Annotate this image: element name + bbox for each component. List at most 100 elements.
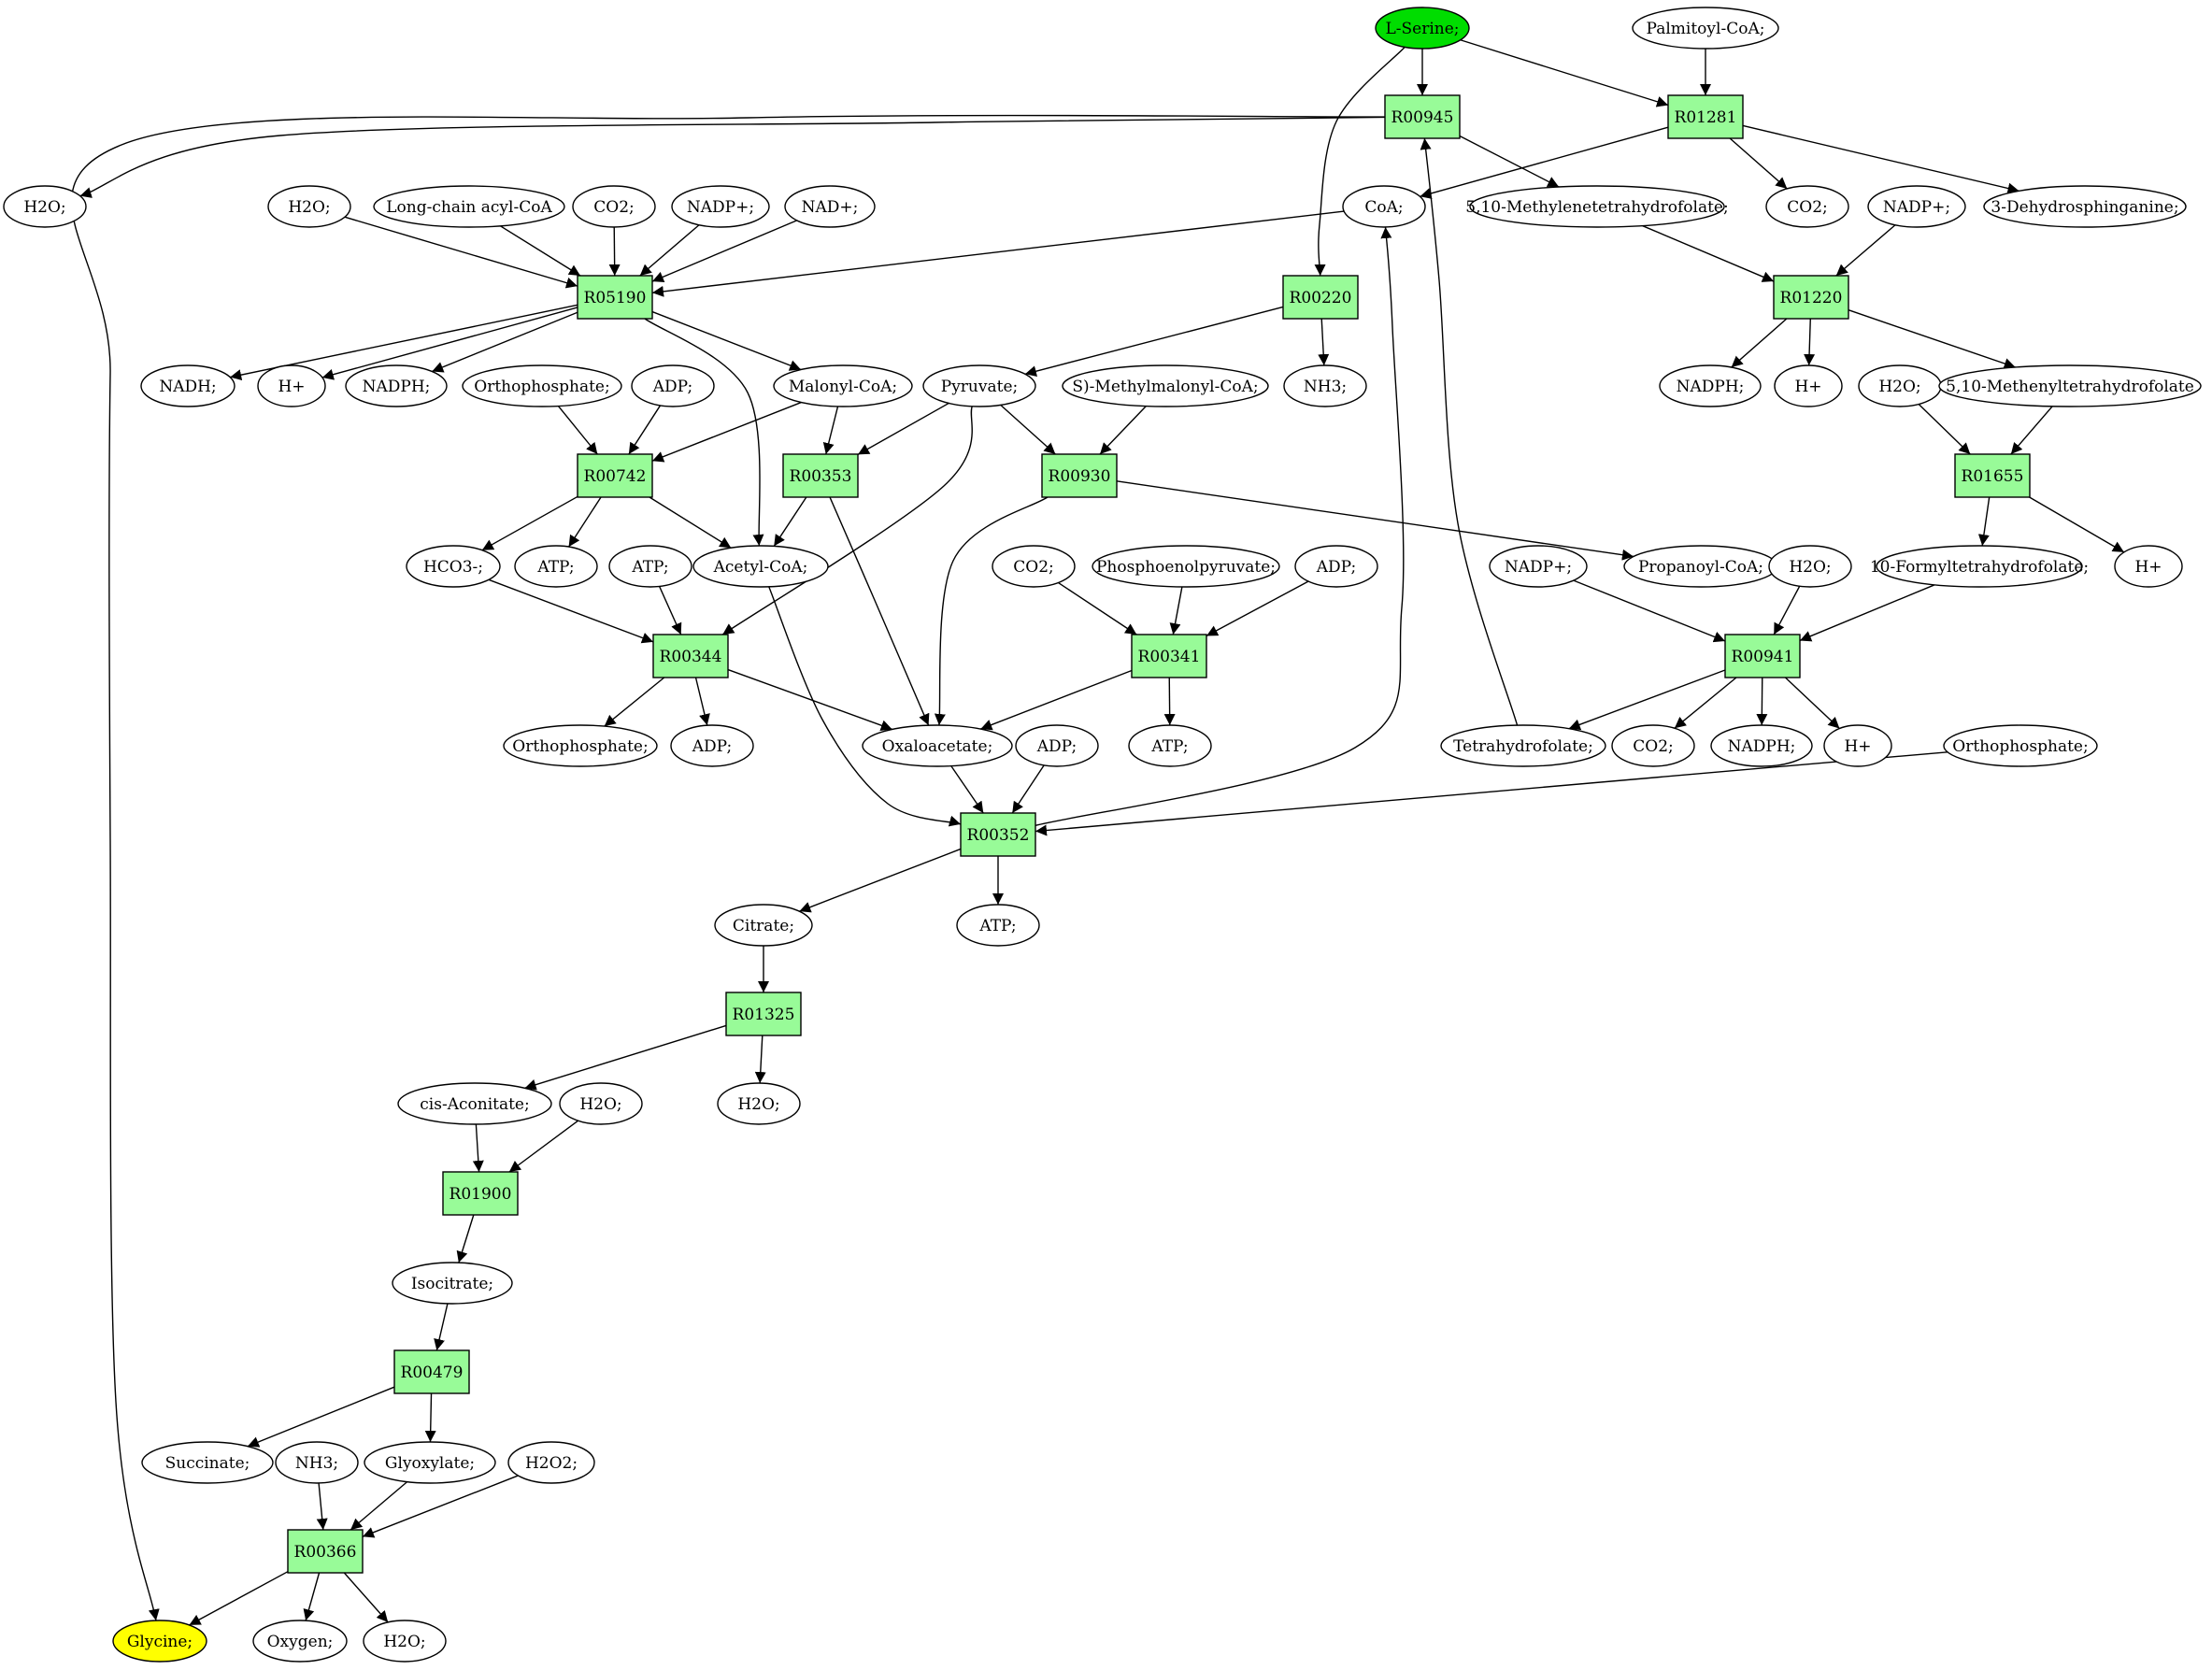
glycine-label: Glycine; [127, 1633, 193, 1651]
edge-r00930-to-oxaloacetate [934, 496, 1049, 726]
edge-r00220-to-nh3_a [1318, 318, 1330, 366]
reaction-node-r00479: R00479 [393, 1349, 470, 1394]
edge-r00352-to-citrate [799, 848, 962, 913]
edge-r05190-to-hplus_a [321, 307, 578, 380]
compound-node-adp_a: ADP; [631, 364, 715, 407]
r00353-label: R00353 [790, 467, 852, 486]
edge-r00366-to-glycine [189, 1571, 289, 1626]
compound-node-nadph_c: NADPH; [1710, 724, 1813, 767]
isocitrate-label: Isocitrate; [411, 1275, 493, 1293]
nh3_a-shape [1283, 364, 1367, 407]
compound-node-lcacylcoa: Long-chain acyl-CoA [373, 185, 565, 228]
edge-r00344-to-oxaloacetate [727, 668, 892, 731]
edge-r00344-to-adp_c [694, 677, 710, 726]
citrate-shape [714, 904, 813, 947]
reaction-node-r01281: R01281 [1667, 94, 1744, 139]
lcacylcoa-shape [373, 185, 565, 228]
edge-r00941-to-co2_d [1674, 677, 1737, 729]
compound-node-orthop_a: Orthophosphate; [462, 364, 622, 407]
dehydro-label: 3-Dehydrosphinganine; [1991, 198, 2178, 217]
edge-r05190-to-malonylcoa [651, 310, 802, 371]
adp_d-shape [1015, 724, 1099, 767]
propanoyl-label: Propanoyl-CoA; [1638, 558, 1763, 577]
edge-glyoxylate-to-r00366 [350, 1481, 408, 1531]
compound-node-co2_c: CO2; [992, 545, 1076, 588]
edge-r01655-to-formyl [1977, 496, 1991, 547]
r00353-shape [782, 453, 859, 498]
pyruvate-label: Pyruvate; [941, 378, 1018, 396]
edge-acetylcoa-to-r00352 [768, 586, 962, 827]
edge-thf-to-r00945 [1420, 137, 1519, 726]
edge-r00742-to-hco3 [481, 495, 578, 551]
compound-node-malonylcoa: Malonyl-CoA; [773, 364, 913, 407]
co2_d-label: CO2; [1633, 737, 1674, 756]
orthop_b-label: Orthophosphate; [512, 737, 648, 756]
glycine-shape [112, 1620, 207, 1663]
glyoxylate-label: Glyoxylate; [385, 1454, 475, 1473]
edge-nh3_b-to-r00366 [316, 1482, 328, 1531]
compound-node-pep: Phosphoenolpyruvate; [1092, 545, 1280, 588]
compound-node-h2o_g: H2O; [363, 1620, 447, 1663]
r01220-shape [1773, 275, 1849, 320]
pep-label: Phosphoenolpyruvate; [1096, 558, 1276, 577]
nadpp_c-shape [1489, 545, 1588, 588]
r01325-shape [725, 992, 802, 1036]
edge-nadpp_a-to-r05190 [639, 224, 700, 277]
compound-node-hplus_c: H+ [2114, 545, 2183, 588]
compound-node-nadp_plus: NAD+; [784, 185, 876, 228]
compound-node-mthf: 5,10-Methylenetetrahydrofolate; [1465, 185, 1729, 228]
citrate-label: Citrate; [733, 917, 794, 935]
nadph_b-label: NADPH; [1677, 378, 1745, 396]
compound-node-oxaloacetate: Oxaloacetate; [862, 724, 1013, 767]
oxaloacetate-shape [862, 724, 1013, 767]
edge-r00341-to-atp_c [1163, 677, 1176, 726]
r05190-label: R05190 [584, 289, 647, 307]
edge-pyruvate-to-r00930 [1000, 404, 1056, 455]
compound-node-atp_c: ATP; [1128, 724, 1212, 767]
edge-r01900-to-isocitrate [456, 1214, 475, 1263]
r00945-label: R00945 [1391, 108, 1454, 127]
compound-node-atp_d: ATP; [956, 904, 1040, 947]
compound-node-h2o_e: H2O; [559, 1082, 643, 1125]
r01900-label: R01900 [450, 1185, 512, 1204]
compound-node-citrate: Citrate; [714, 904, 813, 947]
nadh-label: NADH; [159, 378, 216, 396]
compound-node-adp_c: ADP; [670, 724, 754, 767]
r00366-shape [287, 1529, 364, 1574]
reaction-node-r00930: R00930 [1041, 453, 1118, 498]
h2o_f-shape [717, 1082, 801, 1125]
compound-node-h2o_f: H2O; [717, 1082, 801, 1125]
edge-r00341-to-oxaloacetate [980, 669, 1133, 731]
pyruvate-shape [922, 364, 1036, 407]
orthop_c-shape [1943, 724, 2098, 767]
compound-node-co2_b: CO2; [1765, 185, 1849, 228]
h2o_d-shape [1768, 545, 1852, 588]
hplus_c-shape [2114, 545, 2183, 588]
edge-r01325-to-h2o_f [754, 1035, 766, 1084]
edge-adp_d-to-r00352 [1011, 764, 1045, 814]
reaction-node-r00352: R00352 [960, 812, 1036, 857]
adp_b-label: ADP; [1316, 558, 1356, 577]
palmitoylcoa-label: Palmitoyl-CoA; [1647, 20, 1765, 38]
compound-node-adp_d: ADP; [1015, 724, 1099, 767]
nadp_plus-shape [784, 185, 876, 228]
h2o_b-label: H2O; [288, 198, 330, 217]
co2_a-label: CO2; [593, 198, 635, 217]
r00220-label: R00220 [1290, 289, 1352, 307]
edge-r01281-to-coa [1420, 126, 1669, 199]
compound-node-glycine: Glycine; [112, 1620, 207, 1663]
edge-orthop_c-to-r00352 [1035, 751, 1948, 836]
edge-pep-to-r00341 [1169, 586, 1183, 635]
edge-malonylcoa-to-r00742 [651, 401, 802, 463]
nadp_plus-label: NAD+; [802, 198, 859, 217]
h2o_b-shape [267, 185, 351, 228]
edge-r05190-to-nadph_a [431, 311, 578, 373]
compound-node-serine: L-Serine; [1375, 7, 1470, 50]
methenyl-shape [1938, 364, 2202, 407]
edge-cisaconitate-to-r01900 [472, 1123, 484, 1173]
edge-serine-to-r00220 [1314, 46, 1406, 277]
nh3_a-label: NH3; [1304, 378, 1347, 396]
h2o_d-label: H2O; [1789, 558, 1831, 577]
adp_a-shape [631, 364, 715, 407]
